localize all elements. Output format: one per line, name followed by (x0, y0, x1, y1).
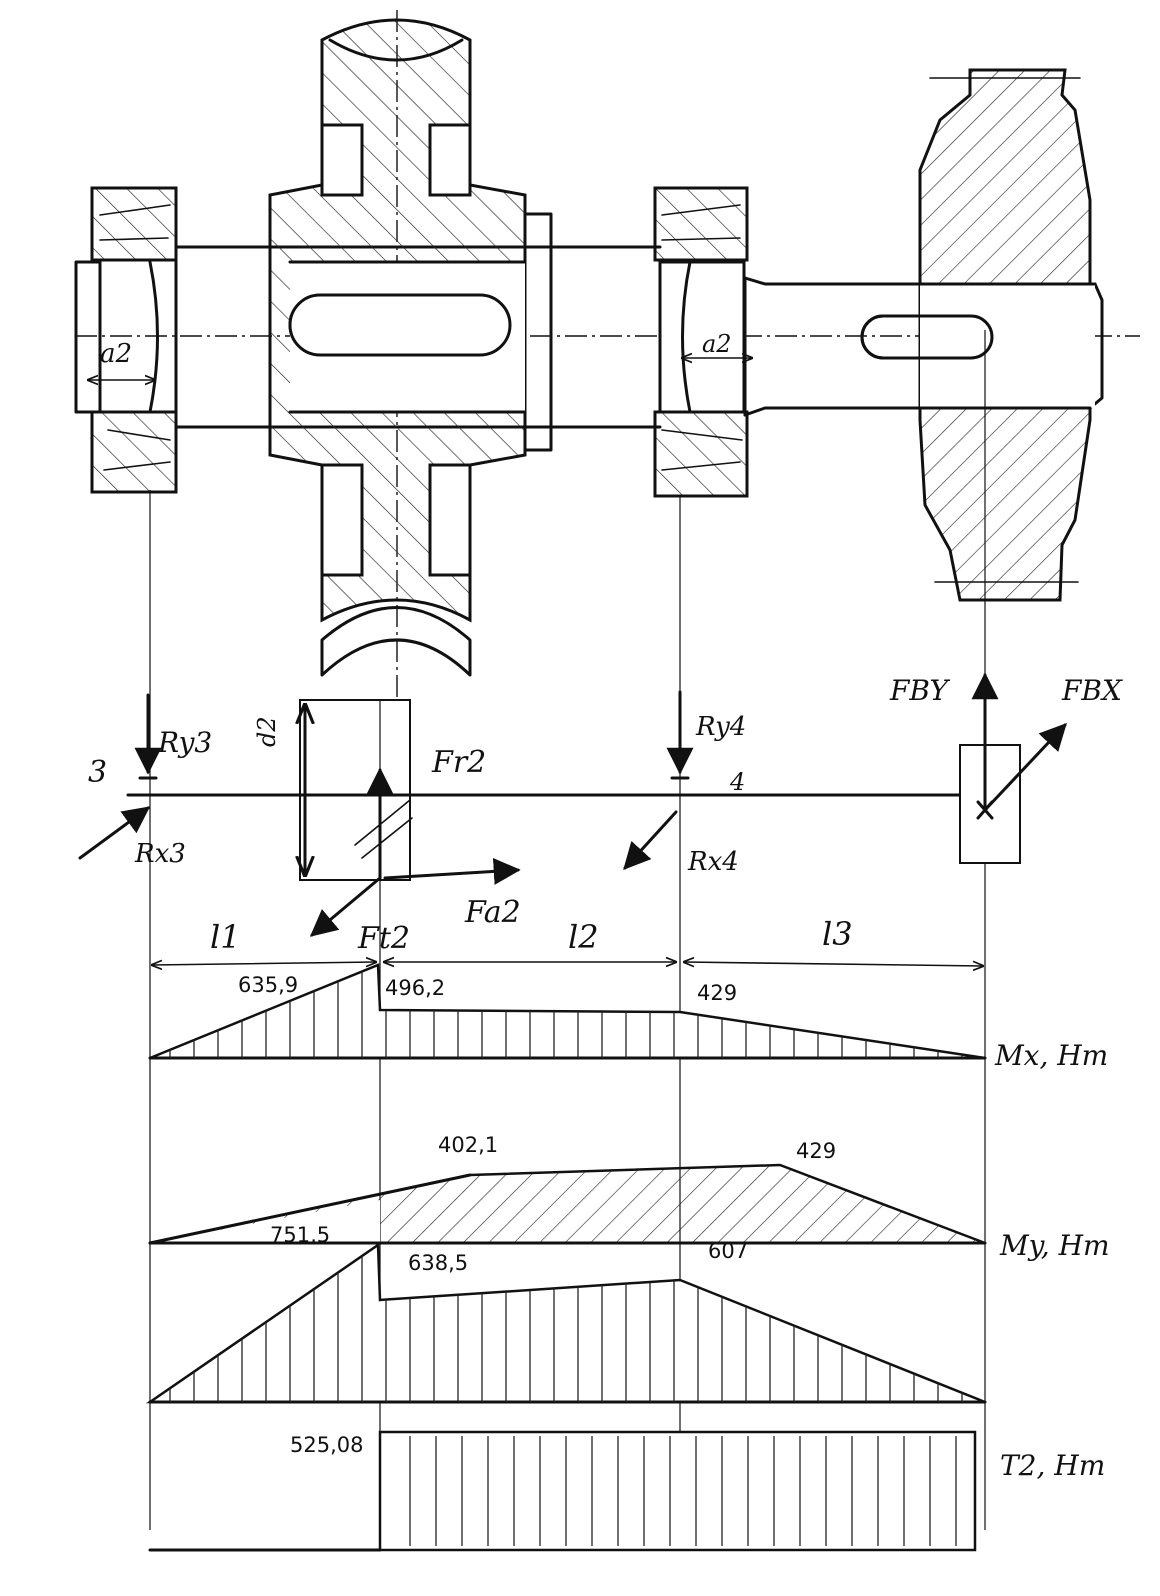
my-value-1: 402,1 (438, 1133, 498, 1157)
left-bearing (74, 186, 178, 494)
my-diagram: 402,1 429 My, Hm (148, 1133, 1110, 1262)
mx-value-3: 429 (697, 981, 737, 1005)
label-ry3: Ry3 (157, 726, 212, 759)
label-rx3: Rx3 (134, 839, 186, 869)
t2-axis-label: T2, Hm (1000, 1449, 1105, 1482)
spur-gear (860, 68, 1097, 602)
label-rx4: Rx4 (687, 847, 739, 877)
mx-diagram: 635,9 496,2 429 Mx, Hm (148, 963, 1108, 1072)
t2-diagram: 525,08 T2, Hm (148, 1430, 1105, 1552)
msum-value-1: 751,5 (270, 1223, 330, 1247)
label-d2: d2 (253, 716, 281, 747)
label-a2-right: a2 (702, 330, 732, 358)
mx-axis-label: Mx, Hm (994, 1039, 1108, 1072)
label-ry4: Ry4 (695, 712, 746, 742)
worm-wheel (268, 18, 527, 677)
support-3: 3 (88, 755, 107, 790)
label-fby: FBY (889, 674, 951, 707)
my-axis-label: My, Hm (999, 1229, 1110, 1262)
t2-value: 525,08 (290, 1433, 363, 1457)
my-value-2: 429 (796, 1139, 836, 1163)
label-l2: l2 (568, 918, 599, 956)
force-scheme: 3 4 Ry3 Rx3 d2 Fr2 Fa2 Ft2 Ry4 Rx4 FBY (78, 672, 1123, 966)
support-4: 4 (729, 768, 745, 796)
label-fbx: FBX (1061, 674, 1123, 707)
right-bearing (653, 186, 749, 498)
msum-value-2: 638,5 (408, 1251, 468, 1275)
assembly-view: a2 a2 (74, 10, 1140, 700)
label-l3: l3 (822, 915, 853, 953)
label-a2-left: a2 (100, 339, 132, 369)
label-fa2: Fa2 (464, 895, 521, 930)
label-l1: l1 (210, 918, 241, 956)
mx-value-1: 635,9 (238, 973, 298, 997)
msum-value-3: 607 (708, 1239, 748, 1263)
label-ft2: Ft2 (357, 921, 410, 956)
msum-diagram: 751,5 638,5 607 (145, 1223, 987, 1404)
label-fr2: Fr2 (431, 745, 486, 780)
mx-value-2: 496,2 (385, 976, 445, 1000)
